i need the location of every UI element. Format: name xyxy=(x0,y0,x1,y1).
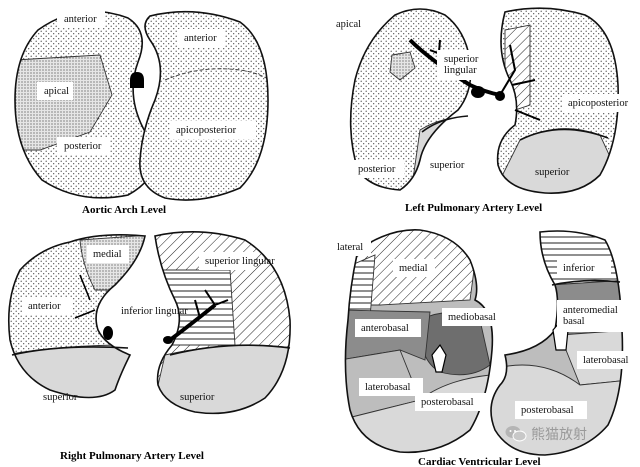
vessel-left-pa xyxy=(471,86,485,98)
left-lung-rpa xyxy=(7,234,146,399)
apical-segment xyxy=(15,54,113,151)
label-laterobasal-right: laterobasal xyxy=(583,355,629,366)
wechat-icon xyxy=(505,426,527,442)
apical-segment xyxy=(389,51,416,81)
right-lung-aortic xyxy=(139,10,269,201)
label-superior-right: superior xyxy=(535,167,570,178)
label-apicoposterior: apicoposterior xyxy=(176,125,237,136)
label-superior-lingular: superior lingular xyxy=(444,54,481,76)
label-anteromedial-basal: anteromedial basal xyxy=(563,305,620,327)
label-medial: medial xyxy=(93,249,122,260)
label-apicoposterior: apicoposterior xyxy=(568,98,629,109)
label-superior-right: superior xyxy=(180,392,215,403)
panel-cardiac-ventricular: lateral medial inferior anteromedial bas… xyxy=(331,229,639,467)
label-anterior-right: anterior xyxy=(184,33,217,44)
label-anterior: anterior xyxy=(28,301,61,312)
panel-right-pulmonary-artery: medial superior lingular anterior inferi… xyxy=(7,231,291,462)
caption-left-pulmonary-artery: Left Pulmonary Artery Level xyxy=(405,202,542,214)
superior-lower-lobe-right xyxy=(155,344,291,414)
label-posterior: posterior xyxy=(64,141,102,152)
label-superior-left: superior xyxy=(43,392,78,403)
label-apical: apical xyxy=(44,86,69,97)
right-pulmonary-artery xyxy=(74,274,229,342)
label-apical: apical xyxy=(336,19,361,30)
caption-right-pulmonary-artery: Right Pulmonary Artery Level xyxy=(60,450,204,462)
label-laterobasal-left: laterobasal xyxy=(365,382,411,393)
caption-aortic-arch: Aortic Arch Level xyxy=(82,204,166,216)
panel-aortic-arch: anterior apical posterior anterior apico… xyxy=(14,10,269,216)
panel-left-pulmonary-artery: apical superior lingular apicoposterior … xyxy=(330,7,640,214)
right-lung-rpa xyxy=(154,231,291,415)
label-mediobasal: mediobasal xyxy=(448,312,496,323)
left-lung-aortic xyxy=(14,10,156,199)
label-lateral: lateral xyxy=(337,242,363,253)
watermark-text: 熊猫放射 xyxy=(531,427,587,443)
label-anterobasal: anterobasal xyxy=(361,323,409,334)
caption-cardiac-ventricular: Cardiac Ventricular Level xyxy=(418,456,541,467)
vessel-bronchus xyxy=(495,91,505,101)
label-inferior-lingular: inferior lingular xyxy=(121,306,188,317)
label-inferior: inferior xyxy=(563,263,595,274)
label-superior-lingular: superior lingular xyxy=(205,256,275,267)
label-medial: medial xyxy=(399,263,428,274)
aortic-arch-vessel xyxy=(130,72,144,88)
apicoposterior-hatched xyxy=(504,24,531,111)
vessel-right-pa xyxy=(103,326,113,340)
label-posterior: posterior xyxy=(358,164,396,175)
label-superior-left: superior xyxy=(430,160,465,171)
watermark: 熊猫放射 xyxy=(505,424,587,444)
label-anterior-left: anterior xyxy=(64,14,97,25)
label-posterobasal-left: posterobasal xyxy=(421,397,474,408)
label-posterobasal-right: posterobasal xyxy=(521,405,574,416)
vessel-left-pa-ring xyxy=(163,336,173,344)
